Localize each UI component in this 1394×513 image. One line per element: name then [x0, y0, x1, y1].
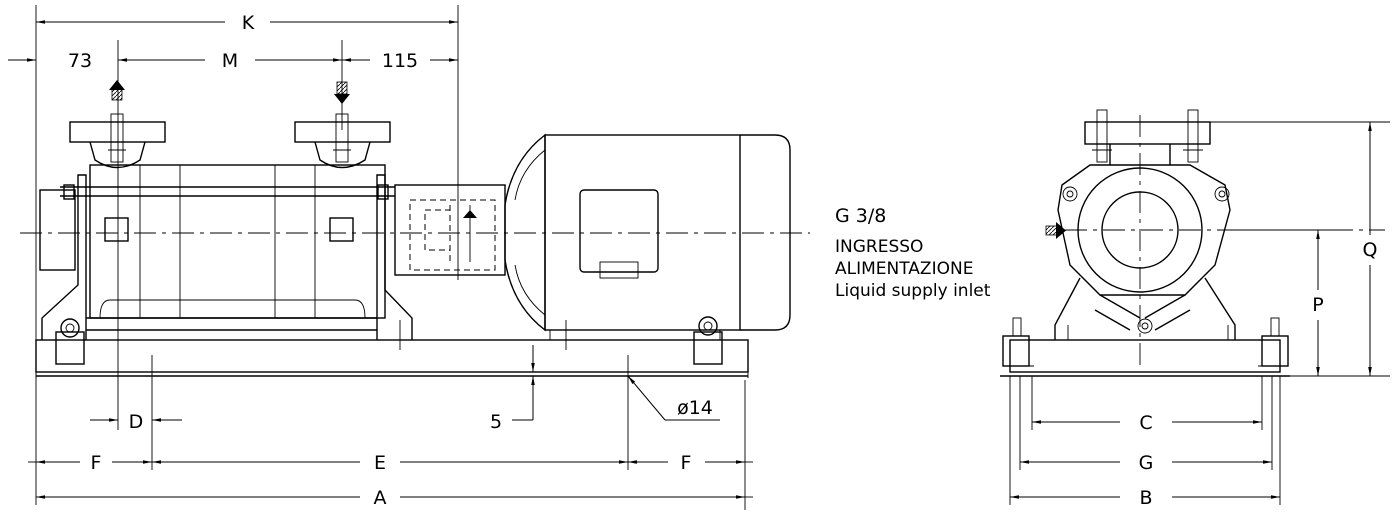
dim-hole-diameter-label: ø14 — [677, 397, 713, 419]
dim-C-label: C — [1139, 412, 1152, 434]
front-view: C G B P Q — [1000, 109, 1390, 509]
dim-P-label: P — [1312, 294, 1323, 316]
dim-B-label: B — [1139, 487, 1152, 509]
base-plate — [35, 339, 749, 378]
dim-F-left-label: F — [91, 452, 102, 474]
dim-F-right-label: F — [681, 452, 692, 474]
dim-E-label: E — [374, 452, 386, 474]
dim-115-label: 115 — [382, 50, 418, 72]
vacuum-pump-body — [39, 164, 395, 319]
discharge-flange — [294, 113, 391, 169]
inlet-flow-arrow-icon — [1045, 222, 1066, 239]
dim-Q-label: Q — [1363, 239, 1378, 261]
inlet-label-italian-2: ALIMENTAZIONE — [835, 259, 973, 279]
coupling-guard — [394, 184, 506, 276]
inlet-label-english: Liquid supply inlet — [835, 281, 991, 301]
dim-5-label: 5 — [490, 411, 502, 433]
dim-D-label: D — [129, 411, 144, 433]
dim-K-label: K — [242, 12, 255, 34]
inlet-label-italian-1: INGRESSO — [835, 237, 923, 257]
electric-motor — [504, 133, 791, 365]
suction-flange — [69, 113, 166, 169]
inlet-note: G 3/8 INGRESSO ALIMENTAZIONE Liquid supp… — [835, 205, 1066, 301]
pump-support-frame — [41, 174, 413, 365]
dim-A-label: A — [374, 487, 387, 509]
inlet-size-label: G 3/8 — [835, 205, 886, 227]
dim-G-label: G — [1139, 452, 1154, 474]
outlet-flow-arrow-icon — [109, 80, 125, 101]
dim-73-label: 73 — [68, 50, 92, 72]
side-view: K 73 M 115 D 5 ø14 F E F — [8, 5, 810, 510]
dim-M-label: M — [222, 50, 238, 72]
